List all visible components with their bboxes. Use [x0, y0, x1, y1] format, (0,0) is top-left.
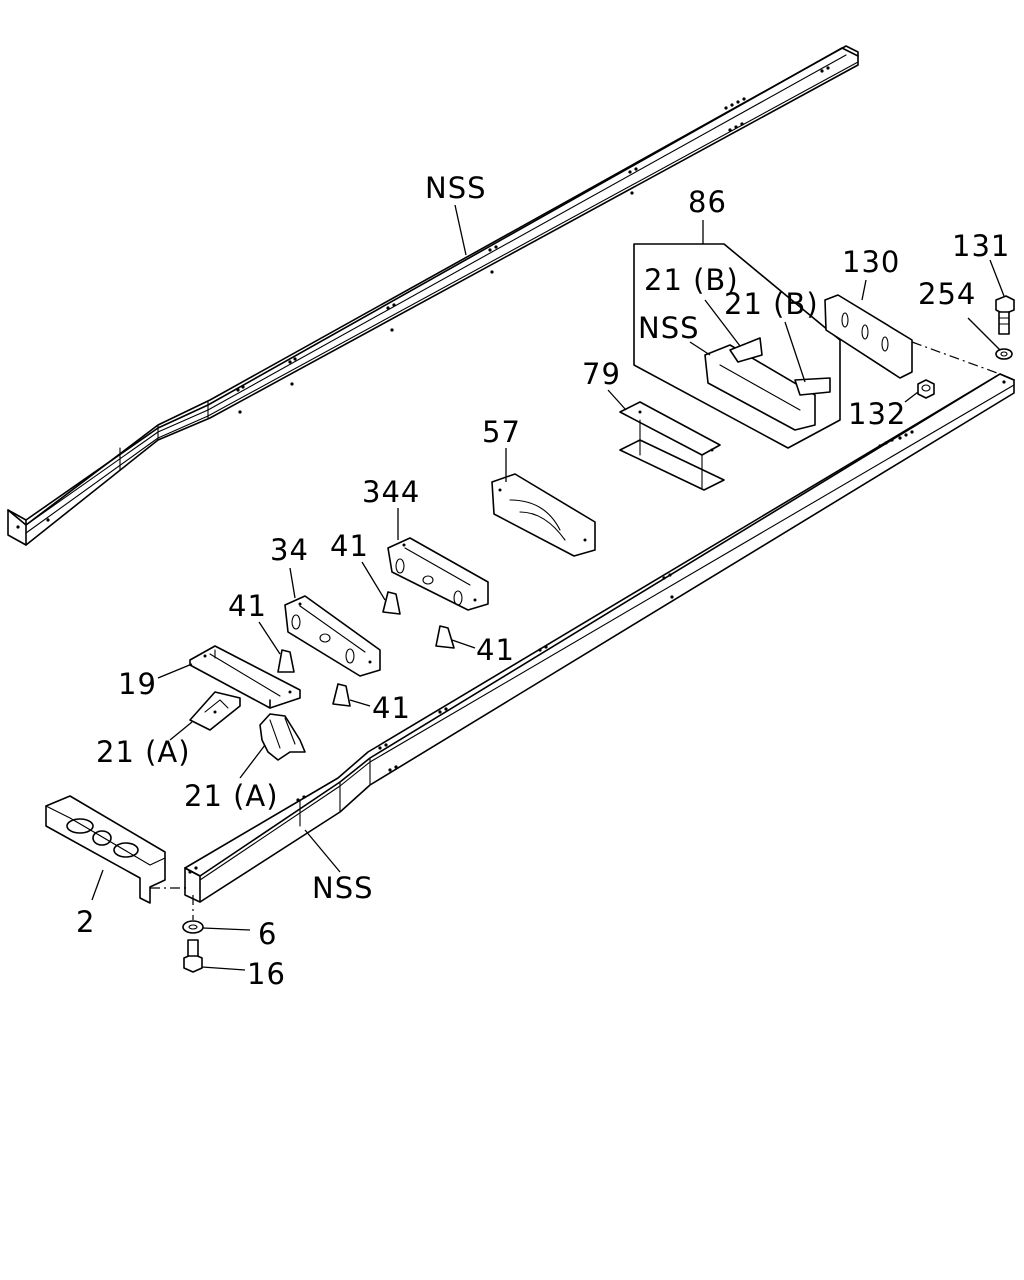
label-21a-1: 21 (A): [96, 735, 191, 769]
label-41-c: 41: [476, 633, 515, 667]
callout-labels: NSS 86 21 (B) 21 (B) NSS 130 131 254 132…: [76, 171, 1010, 991]
label-21b-1: 21 (B): [644, 263, 739, 297]
label-2: 2: [76, 905, 95, 939]
part-132-nut: [917, 379, 935, 399]
part-16-bolt: [183, 939, 203, 973]
part-79-bracket: [619, 401, 725, 491]
part-41-bracket-d: [332, 683, 351, 707]
label-19: 19: [118, 667, 157, 701]
part-254-washer: [995, 348, 1013, 360]
label-132: 132: [848, 397, 906, 431]
label-6: 6: [258, 917, 277, 951]
label-nss-kit: NSS: [638, 311, 700, 345]
label-21b-2: 21 (B): [724, 287, 819, 321]
part-344-crossmember: [387, 537, 489, 611]
label-34: 34: [270, 533, 309, 567]
part-21a-bracket-2: [259, 713, 306, 761]
label-254: 254: [918, 277, 976, 311]
part-41-bracket-a: [277, 649, 295, 673]
part-6-washer: [182, 920, 204, 934]
label-nss-top: NSS: [425, 171, 487, 205]
top-side-rail: [7, 45, 859, 546]
part-41-bracket-c: [435, 625, 455, 649]
part-41-bracket-b: [382, 591, 401, 615]
top-rail-holes: [16, 66, 830, 529]
kit-86-outline: [633, 243, 841, 449]
label-57: 57: [482, 415, 521, 449]
part-21a-bracket-1: [189, 691, 241, 731]
part-2-front-crossmember: [45, 795, 186, 904]
label-41-a: 41: [330, 529, 369, 563]
bottom-side-rail: [184, 373, 1015, 903]
leader-lines: [91, 204, 1005, 971]
label-344: 344: [362, 475, 420, 509]
bottom-rail-holes: [188, 380, 1006, 874]
label-16: 16: [247, 957, 286, 991]
label-86: 86: [688, 185, 727, 219]
part-130-plate: [824, 294, 1001, 379]
label-41-d: 41: [372, 691, 411, 725]
part-131-bolt: [995, 295, 1015, 335]
label-131: 131: [952, 229, 1010, 263]
label-41-b: 41: [228, 589, 267, 623]
label-79: 79: [582, 357, 621, 391]
label-21a-2: 21 (A): [184, 779, 279, 813]
label-nss-bottom: NSS: [312, 871, 374, 905]
part-34-crossmember: [284, 595, 381, 677]
part-57-crossmember: [491, 473, 596, 557]
label-130: 130: [842, 245, 900, 279]
